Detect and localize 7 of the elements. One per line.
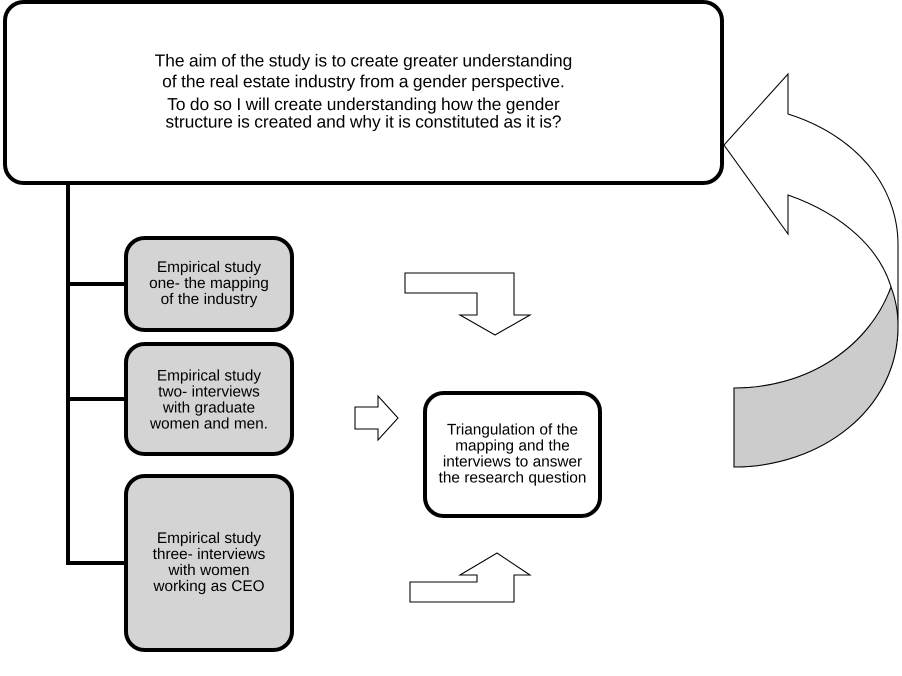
curved-arrow xyxy=(723,73,899,468)
study-box: Empirical study one- the mapping of the industry xyxy=(124,236,294,332)
statement-box: The aim of the study is to create greater understanding of the real estate industry from a gender perspective. To do so I will create understanding how the gender structure is created and why it is constituted as it is? xyxy=(3,0,724,185)
study-box: Empirical study two- interviews with graduate women and men. xyxy=(124,342,294,456)
result-box: Triangulation of the mapping and the interviews to answer the research question xyxy=(423,391,602,518)
study-box: Empirical study three- interviews with women working as CEO xyxy=(124,474,294,652)
connector-line xyxy=(66,185,124,565)
